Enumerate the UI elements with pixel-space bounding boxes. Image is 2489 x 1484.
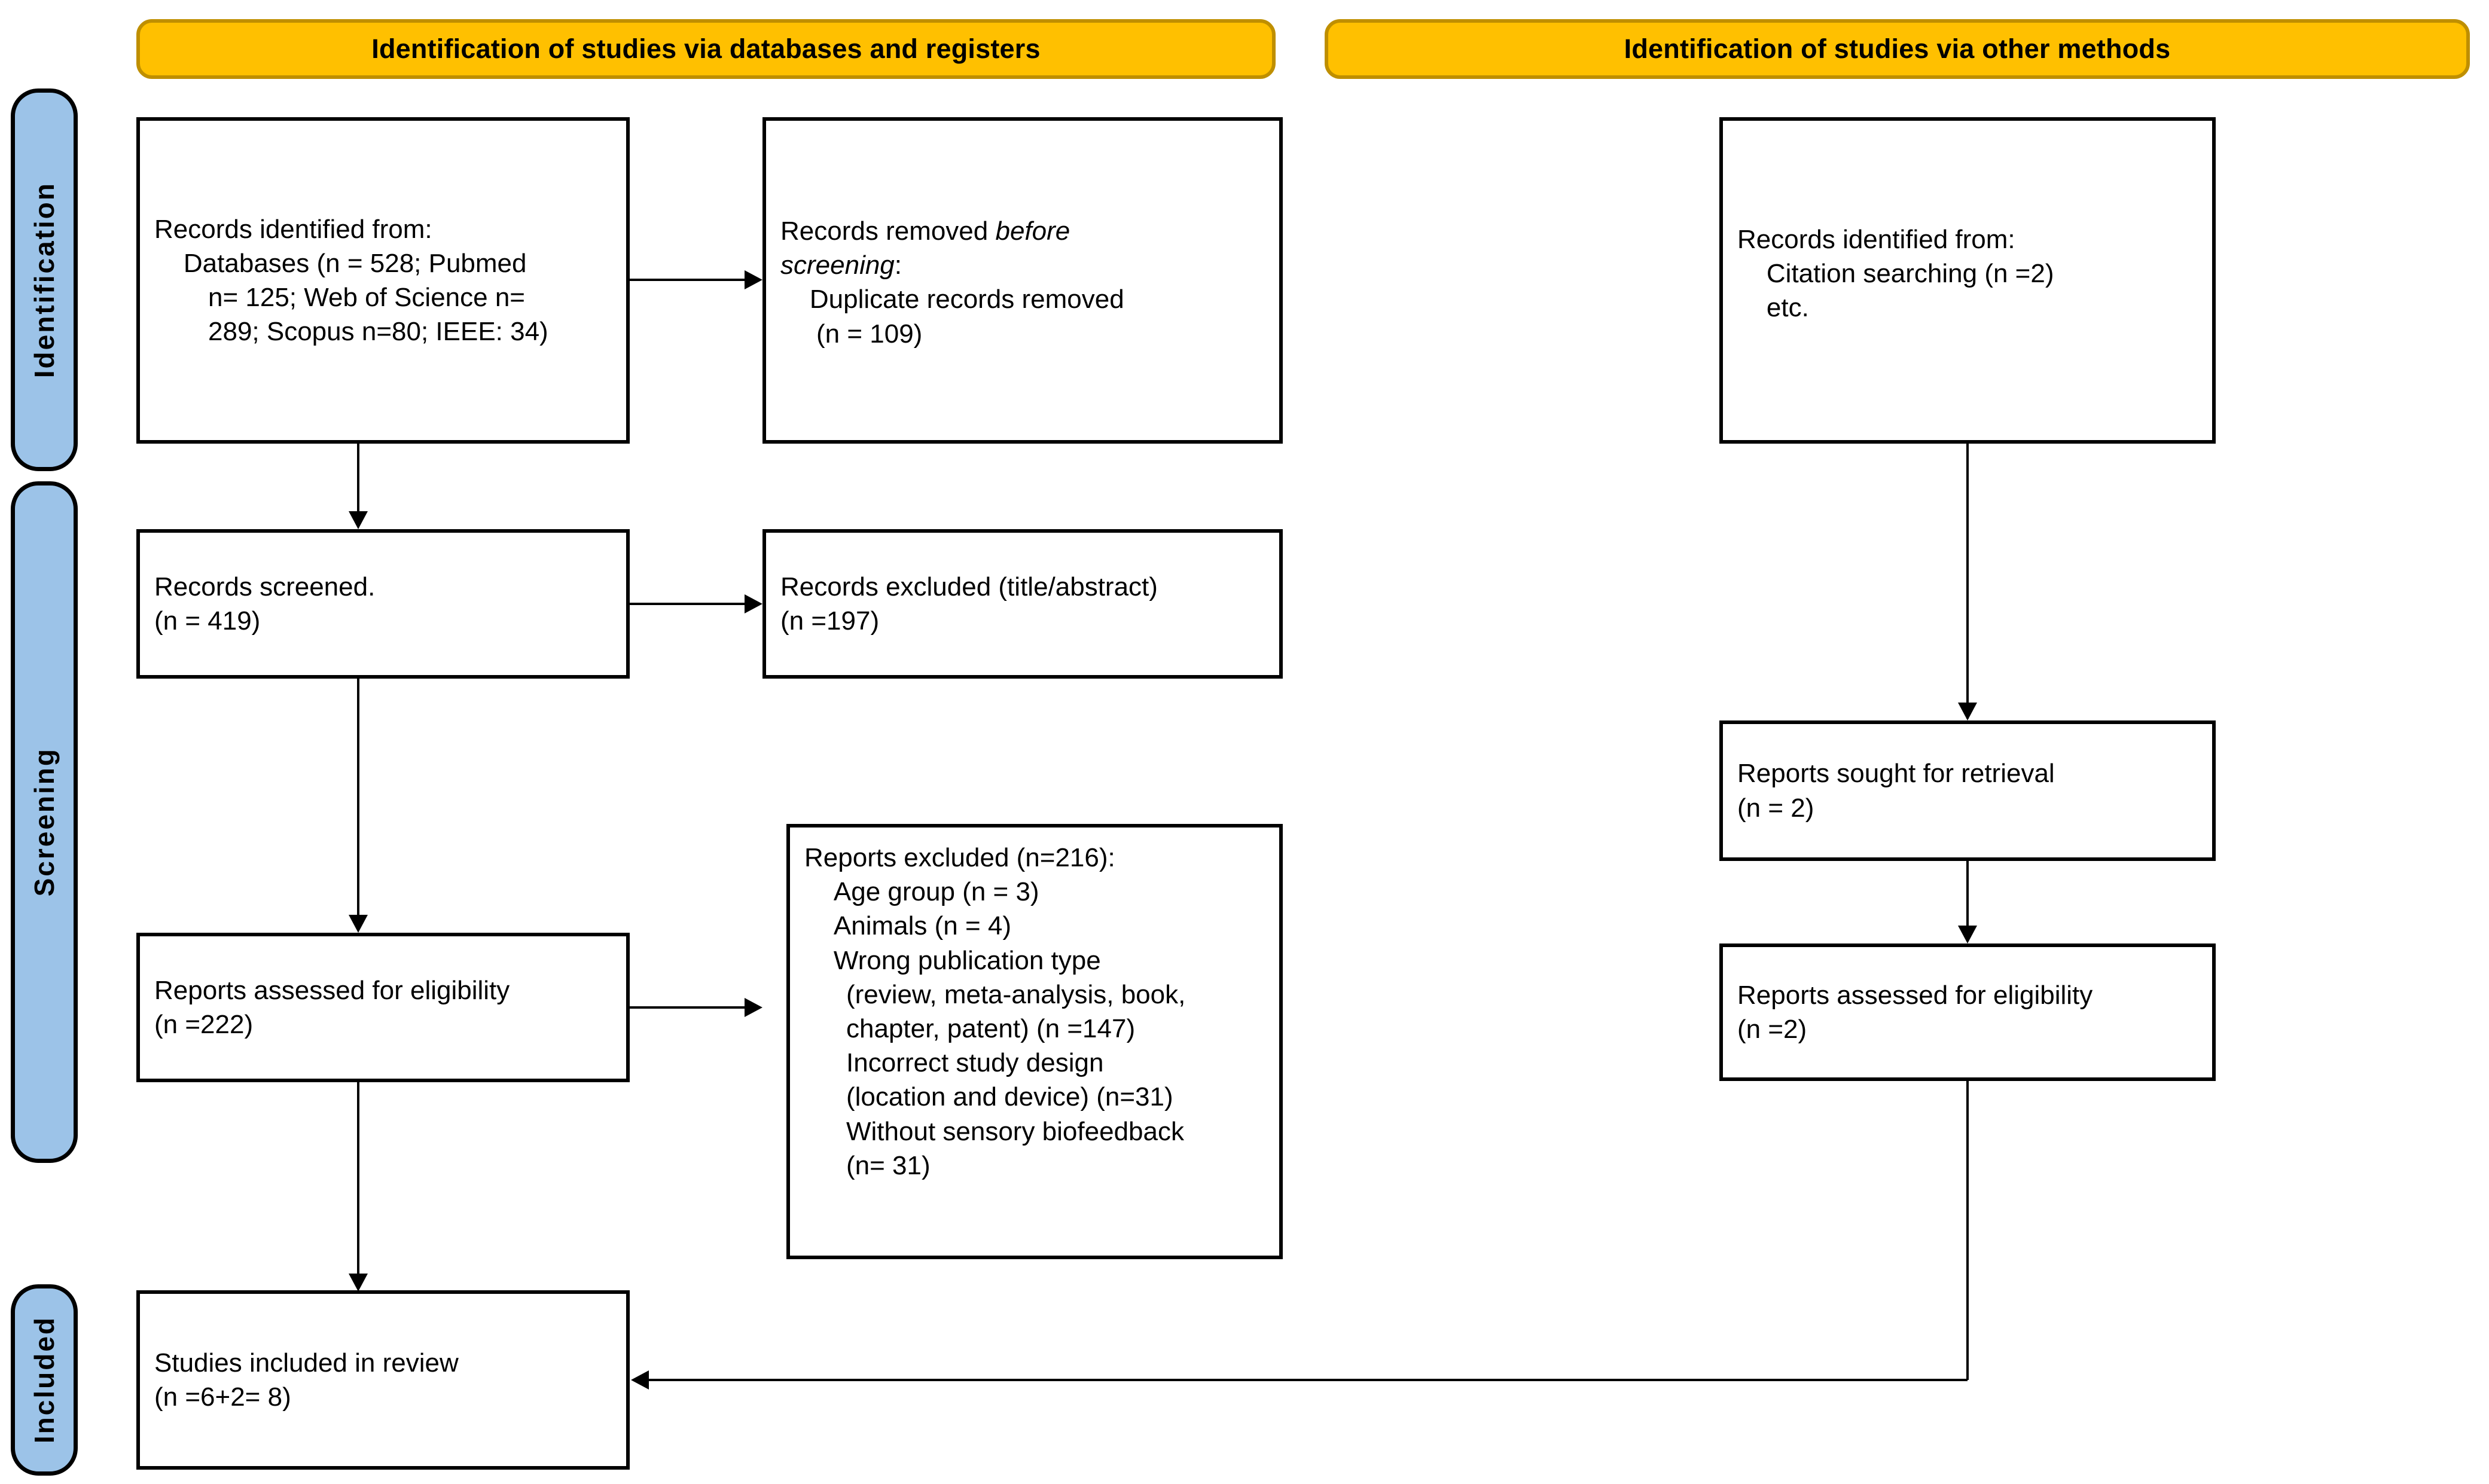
box-records-screened-text: Records screened. (n = 419) (154, 570, 375, 638)
line-2a-italic: screening (780, 251, 895, 280)
phase-pill-included: Included (11, 1284, 78, 1476)
line-1: Studies included in review (154, 1348, 459, 1378)
line-1: Records identified from: (1737, 225, 2015, 254)
line-2b: : (894, 251, 902, 280)
line-5: (review, meta-analysis, book, (846, 979, 1186, 1009)
arrow-screened-to-excluded (745, 594, 762, 613)
connector-other-to-sought (1966, 444, 1969, 719)
line-3: Animals (n = 4) (804, 911, 1012, 941)
line-4: (n = 109) (816, 319, 923, 349)
box-records-identified-other: Records identified from: Citation search… (1719, 117, 2216, 444)
line-1: Records identified from: (154, 214, 432, 244)
line-2: Databases (n = 528; Pubmed (154, 248, 527, 278)
box-reports-sought-text: Reports sought for retrieval (n = 2) (1737, 756, 2055, 825)
line-1a: Records removed (780, 216, 996, 246)
line-1: Reports sought for retrieval (1737, 759, 2055, 789)
line-3: n= 125; Web of Science n= (208, 283, 525, 312)
line-1: Records excluded (title/abstract) (780, 572, 1158, 601)
connector-screened-to-assessed (357, 679, 359, 930)
line-1: Reports assessed for eligibility (1737, 980, 2093, 1010)
box-reports-excluded-text: Reports excluded (n=216): Age group (n =… (804, 841, 1185, 1183)
arrow-screened-to-assessed (349, 915, 368, 933)
box-reports-assessed-right-text: Reports assessed for eligibility (n =2) (1737, 978, 2093, 1046)
phase-label-identification: Identification (29, 181, 60, 378)
line-1: Records screened. (154, 572, 376, 601)
arrow-sought-to-assessed-right (1958, 926, 1977, 943)
connector-identified-to-screened (357, 444, 359, 520)
line-2: (n =6+2= 8) (154, 1382, 291, 1412)
connector-right-elbow-horizontal (649, 1379, 1968, 1381)
line-10: (n= 31) (846, 1150, 931, 1180)
line-4: Wrong publication type (804, 945, 1101, 975)
column-header-databases-label: Identification of studies via databases … (371, 33, 1041, 64)
box-reports-assessed-left: Reports assessed for eligibility (n =222… (136, 933, 630, 1082)
arrow-right-to-studies-included (631, 1370, 649, 1390)
box-studies-included-text: Studies included in review (n =6+2= 8) (154, 1346, 459, 1414)
connector-identified-to-removed (630, 279, 745, 281)
column-header-other-methods: Identification of studies via other meth… (1325, 19, 2470, 79)
line-1: Reports excluded (n=216): (804, 843, 1115, 872)
box-records-excluded: Records excluded (title/abstract) (n =19… (762, 529, 1283, 679)
box-records-identified-other-text: Records identified from: Citation search… (1737, 222, 2054, 325)
box-reports-assessed-left-text: Reports assessed for eligibility (n =222… (154, 973, 510, 1042)
connector-assessed-to-included (357, 1082, 359, 1288)
phase-pill-screening: Screening (11, 481, 78, 1163)
arrow-identified-to-removed (745, 270, 762, 289)
phase-label-included: Included (29, 1316, 60, 1444)
box-reports-excluded: Reports excluded (n=216): Age group (n =… (786, 824, 1283, 1259)
arrow-assessed-to-included (349, 1274, 368, 1291)
box-records-removed: Records removed before screening: Duplic… (762, 117, 1283, 444)
box-records-excluded-text: Records excluded (title/abstract) (n =19… (780, 570, 1158, 638)
box-reports-assessed-right: Reports assessed for eligibility (n =2) (1719, 943, 2216, 1081)
box-records-screened: Records screened. (n = 419) (136, 529, 630, 679)
connector-screened-to-excluded (630, 603, 745, 605)
box-records-removed-text: Records removed before screening: Duplic… (780, 214, 1124, 351)
column-header-databases: Identification of studies via databases … (136, 19, 1276, 79)
box-records-identified: Records identified from: Databases (n = … (136, 117, 630, 444)
line-3: etc. (1737, 293, 1809, 323)
box-reports-sought: Reports sought for retrieval (n = 2) (1719, 720, 2216, 861)
phase-pill-identification: Identification (11, 88, 78, 471)
line-1b-italic: before (995, 216, 1070, 246)
line-2: (n =197) (780, 606, 880, 636)
line-2: (n =2) (1737, 1015, 1807, 1044)
line-6: chapter, patent) (n =147) (846, 1013, 1136, 1043)
line-8: (location and device) (n=31) (846, 1082, 1173, 1112)
connector-assessed-to-reports-excluded (630, 1006, 745, 1009)
connector-sought-to-assessed-right (1966, 861, 1969, 939)
column-header-other-methods-label: Identification of studies via other meth… (1624, 33, 2171, 64)
line-1: Reports assessed for eligibility (154, 975, 510, 1005)
line-4: 289; Scopus n=80; IEEE: 34) (208, 317, 548, 347)
line-2: (n = 419) (154, 606, 261, 636)
line-7: Incorrect study design (846, 1048, 1104, 1078)
arrow-assessed-to-reports-excluded (745, 998, 762, 1017)
connector-right-elbow-vertical (1966, 1081, 1969, 1380)
line-2: Citation searching (n =2) (1737, 259, 2054, 289)
box-records-identified-text: Records identified from: Databases (n = … (154, 212, 548, 349)
line-3: Duplicate records removed (780, 285, 1124, 314)
line-2: (n = 2) (1737, 793, 1814, 823)
line-9: Without sensory biofeedback (846, 1116, 1184, 1146)
phase-label-screening: Screening (29, 747, 60, 897)
line-2: (n =222) (154, 1010, 254, 1039)
line-2: Age group (n = 3) (804, 877, 1039, 907)
arrow-other-to-sought (1958, 703, 1977, 720)
arrow-identified-to-screened (349, 511, 368, 529)
box-studies-included: Studies included in review (n =6+2= 8) (136, 1290, 630, 1470)
